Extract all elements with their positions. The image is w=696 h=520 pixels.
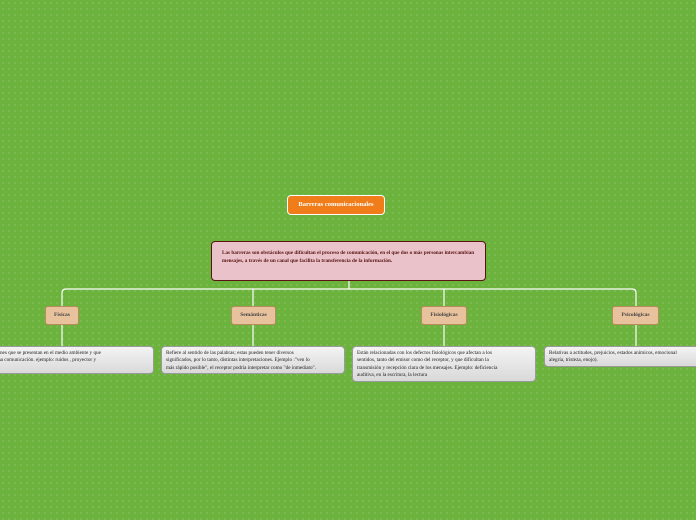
category-fisicas[interactable]: Físicas [45, 306, 79, 325]
description-psicologicas[interactable]: Relativas a actitudes, prejuicios, estad… [544, 346, 696, 367]
root-topic[interactable]: Barreras comunicacionales [287, 195, 385, 215]
category-semanticas[interactable]: Semánticas [231, 306, 276, 325]
definition-box[interactable]: Las barreras son obstáculos que dificult… [211, 241, 486, 281]
description-fisiologicas[interactable]: Están relacionadas con los defectos fisi… [352, 346, 536, 382]
category-fisiologicas[interactable]: Fisiológicas [421, 306, 467, 325]
description-fisicas[interactable]: ndiciones que se presentan en el medio a… [0, 346, 154, 374]
category-psicologicas[interactable]: Psicológicas [612, 306, 659, 325]
description-semanticas[interactable]: Refiere al sentido de las palabras; esta… [161, 346, 345, 374]
connector-bus [61, 288, 637, 306]
